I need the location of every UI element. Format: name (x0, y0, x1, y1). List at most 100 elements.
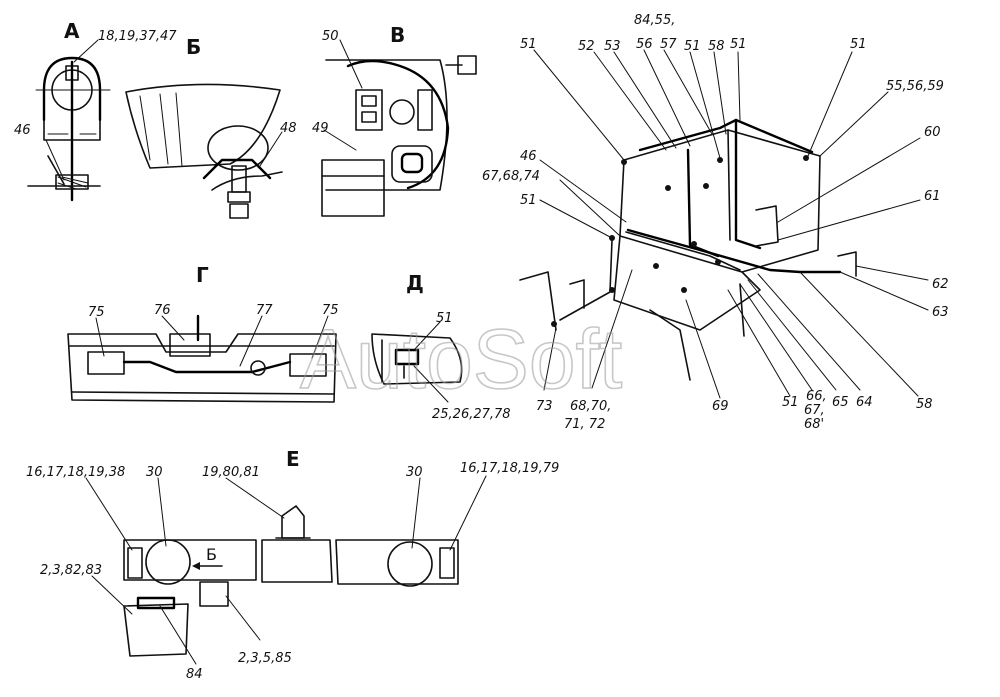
view-e-battery-terminal (136, 596, 176, 610)
view-v-housing (325, 59, 448, 191)
label-58-top: 58 (708, 39, 725, 54)
label-51-top4: 51 (850, 37, 867, 52)
label-60: 60 (924, 125, 941, 140)
label-69: 69 (712, 399, 729, 414)
label-62: 62 (932, 277, 949, 292)
view-a-wire (47, 155, 65, 185)
section-label-e: Е (286, 447, 300, 471)
label-55-56-59: 55,56,59 (886, 79, 944, 94)
leader-46a (45, 139, 65, 181)
view-v-contact2 (361, 111, 377, 123)
label-56: 56 (636, 37, 653, 52)
harness-73 (519, 271, 557, 331)
view-e-bumper-right (335, 539, 459, 585)
view-e-horn (281, 505, 305, 539)
view-a-bracket (43, 119, 101, 141)
view-b-nut2 (229, 203, 249, 219)
leader-30b (411, 477, 421, 549)
cab-outline (619, 129, 821, 273)
bracket-61 (755, 205, 779, 247)
leader-77 (239, 315, 263, 367)
view-e-headlamp-right (387, 541, 433, 587)
harness-roof (638, 118, 814, 154)
view-a-clamp (42, 56, 102, 122)
view-e-battery (123, 603, 189, 657)
leader-2-85 (225, 595, 261, 641)
label-51-top2: 51 (684, 39, 701, 54)
label-2-3-5-85: 2,3,5,85 (238, 651, 292, 666)
label-84-55: 84,55, (634, 13, 675, 28)
label-51-left: 51 (520, 193, 537, 208)
label-67-68-74: 67,68,74 (482, 169, 540, 184)
view-g-beam (67, 333, 337, 403)
view-g-beam-bottom (71, 391, 335, 395)
harness-dash (626, 228, 842, 274)
leader-19-80 (225, 477, 285, 519)
leader-48 (259, 131, 283, 167)
leader-50 (339, 39, 363, 89)
leader-75a (95, 317, 105, 357)
view-b-wire (211, 171, 283, 191)
label-84: 84 (186, 667, 203, 682)
label-68-70: 68,70, (570, 399, 611, 414)
view-v-grommet (391, 145, 433, 183)
leader-25 (413, 365, 449, 403)
section-label-v: В (390, 23, 405, 47)
label-30b: 30 (406, 465, 423, 480)
cab-leaders (533, 49, 929, 399)
label-64: 64 (856, 395, 873, 410)
watermark: AutoSoft (300, 312, 622, 406)
view-b-nut1 (227, 191, 251, 203)
label-16-17-18-19-79: 16,17,18,19,79 (460, 461, 559, 476)
label-61: 61 (924, 189, 941, 204)
leader-76 (161, 315, 185, 341)
view-v-contact1 (361, 95, 377, 107)
label-51-top1: 51 (520, 37, 537, 52)
view-a: А 46 18,19,37,47 (14, 19, 177, 202)
view-g-socket (169, 333, 211, 357)
view-e: Е Б 16,17,18,19,38 30 19,80,81 30 16,17,… (26, 447, 559, 682)
label-19-80-81: 19,80,81 (202, 465, 260, 480)
label-73: 73 (536, 399, 553, 414)
view-v: В 50 49 (312, 23, 477, 217)
view-v-grommet-inner (400, 152, 424, 174)
view-cab: 51 52 53 84,55, 56 57 51 58 51 51 55,56,… (482, 13, 949, 432)
label-25-26-27-78: 25,26,27,78 (432, 407, 511, 422)
label-68b: 68' (804, 417, 824, 432)
label-76: 76 (154, 303, 171, 318)
label-51-bot: 51 (782, 395, 799, 410)
leader-30a (157, 477, 167, 547)
label-77: 77 (256, 303, 273, 318)
view-b-lamp (207, 125, 269, 171)
label-18-19-37-47: 18,19,37,47 (98, 29, 177, 44)
label-46b: 46 (520, 149, 537, 164)
view-v-cover (346, 59, 450, 190)
label-75a: 75 (88, 305, 105, 320)
leader-84 (159, 605, 197, 665)
view-e-bumper-left (123, 539, 257, 581)
leader-16-38 (85, 477, 133, 551)
view-e-box (199, 581, 229, 607)
label-65: 65 (832, 395, 849, 410)
section-label-g: Г (196, 263, 209, 287)
view-b-bracket (202, 158, 272, 180)
leader-2-83 (91, 575, 133, 615)
view-v-socket (389, 99, 415, 125)
label-2-3-82-83: 2,3,82,83 (40, 563, 102, 578)
view-e-arrow-label: Б (206, 545, 217, 564)
label-71-72: 71, 72 (564, 417, 605, 432)
cab-connectors (551, 155, 809, 327)
label-16-17-18-19-38: 16,17,18,19,38 (26, 465, 125, 480)
view-d: Д 51 25,26,27,78 (371, 271, 511, 422)
view-e-arrow-head (192, 562, 200, 570)
cab-lower (613, 235, 761, 331)
label-50: 50 (322, 29, 339, 44)
view-e-headlamp-left (145, 539, 191, 585)
view-b-shading (139, 92, 183, 167)
label-75b: 75 (322, 303, 339, 318)
view-v-block (321, 159, 385, 217)
harness-branch (569, 279, 585, 309)
view-g-lamp-right (289, 353, 327, 377)
harness-64 (739, 283, 745, 337)
